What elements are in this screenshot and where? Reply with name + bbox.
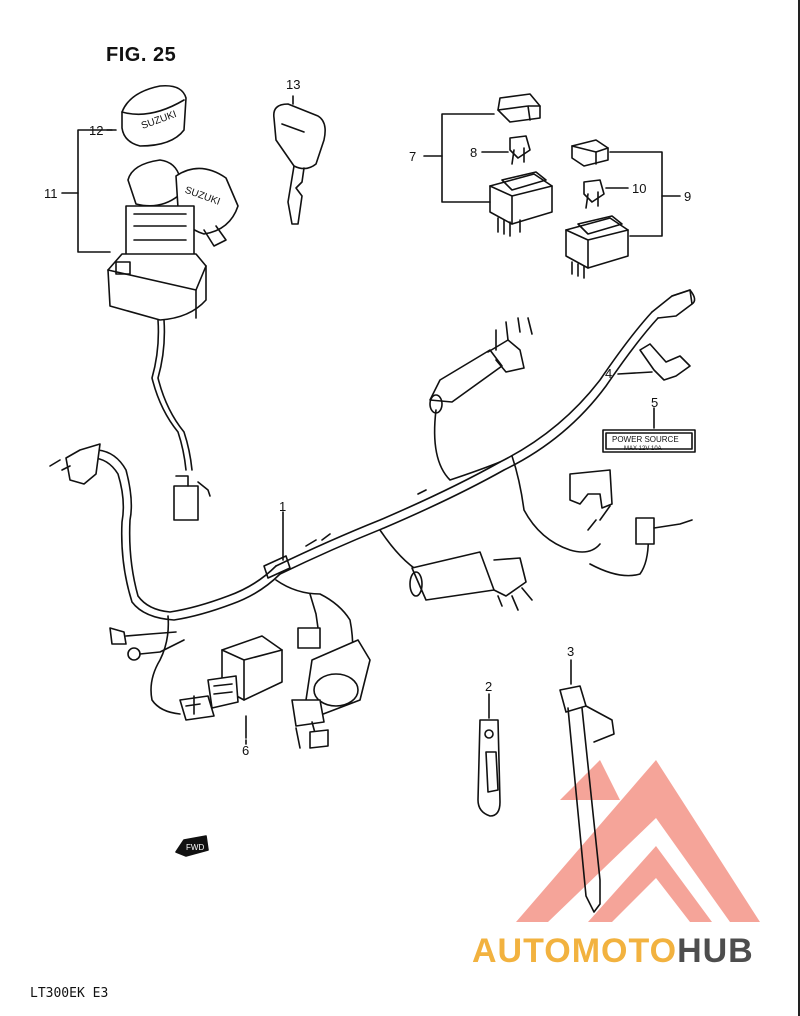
relay-assembly-9 (565, 139, 681, 279)
model-code: LT300EK E3 (30, 986, 109, 1001)
watermark-wordmark: AUTOMOTOHUB (472, 932, 754, 971)
callout-11: 11 (44, 186, 58, 201)
figure-title: FIG. 25 (106, 44, 177, 66)
relay-assembly-7 (423, 93, 553, 237)
fwd-arrow-label: FWD (186, 843, 204, 852)
clamp-4 (617, 343, 691, 381)
watermark-part2: HUB (677, 932, 754, 970)
fwd-arrow-icon: FWD (175, 835, 209, 857)
ignition-switch: SUZUKI (107, 159, 239, 521)
page-edge (798, 0, 800, 1016)
callout-10: 10 (632, 181, 647, 196)
callout-9: 9 (684, 189, 692, 204)
callout-6: 6 (242, 743, 250, 758)
callout-12: 12 (89, 123, 104, 138)
callout-13: 13 (286, 77, 301, 92)
callout-leaders (61, 129, 284, 745)
watermark-part1: AUTOMOTO (472, 932, 678, 970)
cable-tie-3 (559, 659, 615, 913)
callout-2: 2 (485, 679, 493, 694)
callout-3: 3 (567, 644, 575, 659)
callout-8: 8 (470, 145, 478, 160)
power-source-label: POWER SOURCE MAX 12V 10A (602, 407, 696, 453)
power-label-line2: MAX 12V 10A (624, 446, 662, 452)
key-switch-cap: SUZUKI (121, 84, 187, 147)
callout-bracket-11-12 (77, 129, 113, 253)
callout-4: 4 (605, 366, 613, 381)
main-wiring-harness (49, 289, 696, 749)
callout-7: 7 (409, 149, 417, 164)
bracket-2 (477, 693, 501, 817)
cdi-unit-6 (207, 635, 283, 739)
callout-5: 5 (651, 395, 659, 410)
ignition-key (272, 95, 326, 225)
power-label-line1: POWER SOURCE (612, 435, 679, 444)
watermark-logo-triangle (516, 760, 760, 922)
callout-1: 1 (279, 499, 287, 514)
